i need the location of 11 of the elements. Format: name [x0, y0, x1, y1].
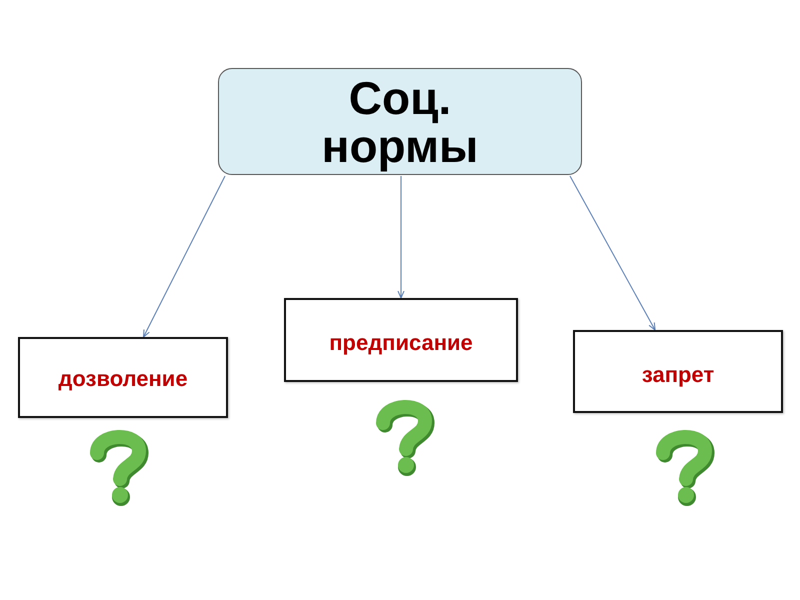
box-label: запрет — [642, 362, 714, 388]
rounded-box — [218, 68, 582, 175]
text-box — [18, 337, 228, 418]
title-text: Соц. нормы — [320, 74, 480, 170]
text-box — [284, 298, 518, 382]
arrow — [398, 176, 404, 298]
box-label: предписание — [329, 330, 473, 356]
text-box — [573, 330, 783, 413]
arrow — [143, 176, 226, 338]
box-label: дозволение — [58, 366, 188, 392]
arrow — [570, 176, 656, 330]
